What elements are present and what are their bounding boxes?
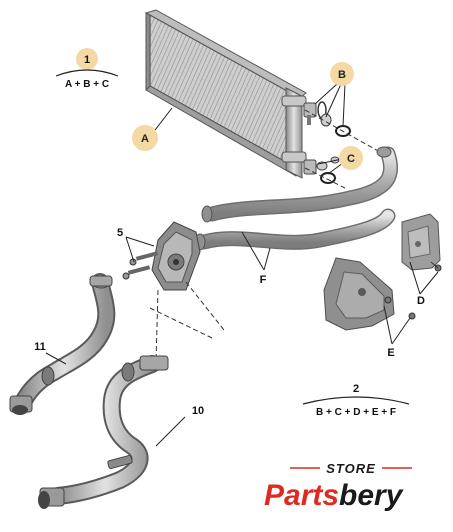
heater-core: [144, 9, 307, 179]
leader-line: [409, 261, 421, 295]
label-e: E: [387, 347, 394, 359]
formula-1-bubble: [76, 48, 98, 70]
flange-5: [122, 221, 201, 291]
label-5: 5: [117, 227, 123, 239]
bracket-d: [401, 213, 442, 272]
callout-a-bubble: [132, 125, 158, 151]
leader-line: [241, 231, 265, 271]
leader-line: [263, 247, 271, 271]
leader-line: [125, 236, 135, 263]
leader-line: [45, 352, 67, 365]
dash-line: [155, 289, 159, 363]
leader-line: [151, 107, 173, 135]
hose-10: [38, 355, 169, 509]
leader-line: [155, 416, 186, 447]
leader-line: [419, 271, 439, 295]
callout-a-text: A: [141, 133, 149, 145]
label-d: D: [417, 295, 425, 307]
logo-store-text: STORE: [326, 461, 376, 476]
callout-c-bubble: [339, 146, 363, 170]
leader-line: [125, 236, 155, 247]
logo-brand-text: Partsbery: [264, 479, 404, 512]
leader-line: [342, 83, 346, 127]
formula-2: 2 B + C + D + E + F: [302, 383, 410, 418]
leader-line: [391, 317, 411, 345]
hose-11: [9, 273, 116, 415]
callout-b-text: B: [338, 69, 346, 81]
formula-2-expression: B + C + D + E + F: [316, 407, 396, 418]
leader-line: [314, 83, 338, 105]
callout-c-text: C: [347, 153, 355, 165]
formula-1-number: 1: [84, 54, 90, 66]
leader-line: [325, 83, 342, 118]
bracket-e: [323, 257, 416, 331]
dash-line: [304, 109, 381, 153]
label-11: 11: [34, 341, 46, 353]
formula-2-brace: [302, 396, 410, 405]
dash-line: [185, 281, 225, 331]
leader-line: [383, 305, 393, 345]
partsbery-logo: STORE Partsbery: [264, 461, 412, 512]
pipe-f: [194, 146, 399, 251]
callout-b-bubble: [330, 62, 354, 86]
dash-line: [149, 307, 213, 339]
formula-1-expression: A + B + C: [65, 79, 109, 90]
formula-2-number: 2: [353, 383, 359, 395]
label-f: F: [260, 274, 267, 286]
formula-1-brace: [55, 69, 119, 77]
label-10: 10: [192, 405, 204, 417]
formula-1: 1 A + B + C: [55, 48, 119, 90]
